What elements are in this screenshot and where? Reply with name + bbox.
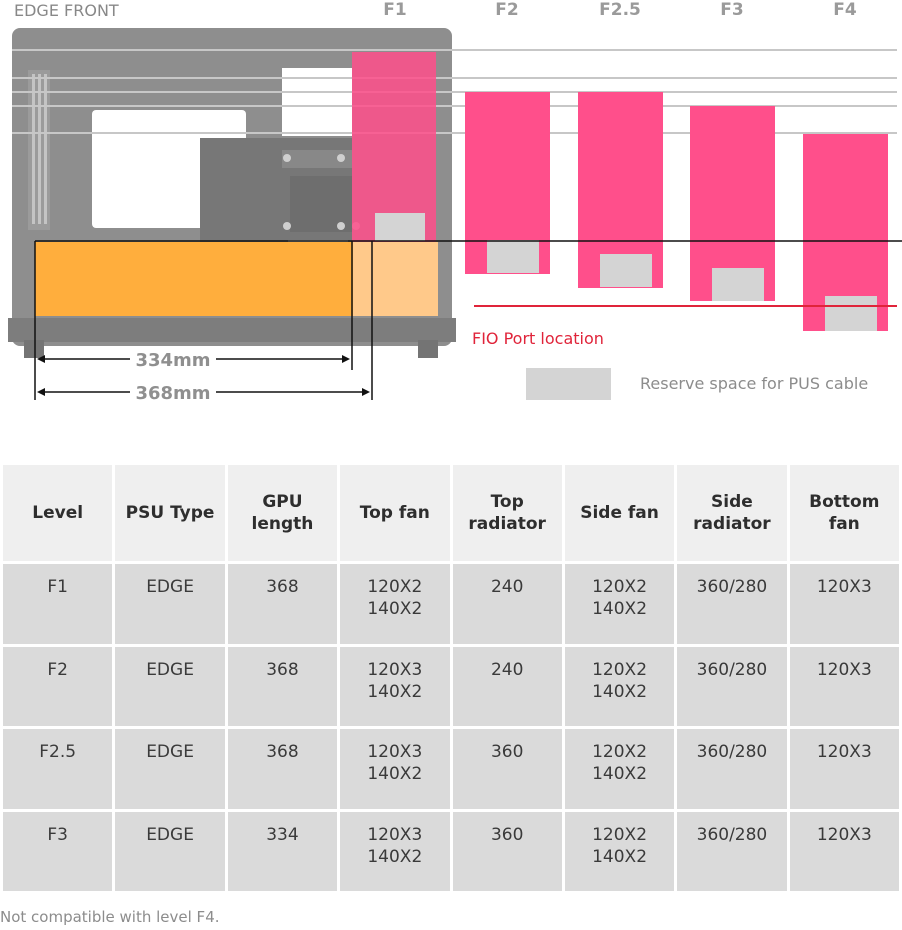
table-cell: 120X3	[789, 564, 899, 644]
table-cell: 334	[227, 811, 338, 891]
table-cell: 240	[452, 646, 562, 726]
header-top-fan: Top fan	[340, 465, 450, 561]
table-cell: F3	[3, 811, 113, 891]
table-cell: F1	[3, 564, 113, 644]
psu-gpu-region-extension	[353, 242, 438, 316]
table-cell: 368	[227, 646, 338, 726]
table-cell: 120X3	[789, 729, 899, 809]
table-cell: 360	[452, 811, 562, 891]
compatibility-footnote: Not compatible with level F4.	[0, 908, 220, 926]
table-cell: 360/280	[677, 646, 787, 726]
table-cell: 120X3	[789, 811, 899, 891]
reserve-space-f3	[712, 268, 764, 301]
header-side-fan: Side fan	[564, 465, 675, 561]
dimension-368	[37, 388, 370, 396]
dimension-368-label: 368mm	[135, 383, 210, 404]
table-cell: F2	[3, 646, 113, 726]
table-cell: 368	[227, 564, 338, 644]
header-psu-type: PSU Type	[115, 465, 225, 561]
table-cell: EDGE	[115, 564, 225, 644]
level-label-f2: F2	[495, 0, 518, 20]
level-label-f1: F1	[383, 0, 406, 20]
dimension-334	[37, 355, 350, 363]
table-cell: EDGE	[115, 729, 225, 809]
level-label-f3: F3	[720, 0, 743, 20]
fio-port-label: FIO Port location	[472, 329, 604, 348]
table-cell: 360	[452, 729, 562, 809]
table-cell: 360/280	[677, 729, 787, 809]
reserve-space-f2	[487, 240, 539, 273]
table-cell: 368	[227, 729, 338, 809]
reserve-space-f2-5	[600, 254, 652, 287]
table-cell: 240	[452, 564, 562, 644]
psu-gpu-region	[35, 242, 353, 316]
dimension-334-label: 334mm	[135, 350, 210, 371]
header-level: Level	[3, 465, 113, 561]
table-cell: 120X3	[789, 646, 899, 726]
table-cell: EDGE	[115, 646, 225, 726]
reserve-space-f4	[825, 296, 877, 331]
table-cell: 360/280	[677, 811, 787, 891]
legend-reserve-label: Reserve space for PUS cable	[640, 374, 868, 393]
level-label-f2-5: F2.5	[599, 0, 641, 20]
table-cell: F2.5	[3, 729, 113, 809]
gpu-length-outline	[34, 240, 902, 400]
compatibility-diagram: EDGE FRONT F1 F2 F2.5 F3 F4	[8, 0, 902, 404]
reserve-space-f1	[375, 213, 425, 241]
level-label-f4: F4	[833, 0, 857, 20]
table-cell: 360/280	[677, 564, 787, 644]
legend-reserve-swatch	[526, 368, 611, 400]
edge-front-label: EDGE FRONT	[14, 1, 119, 20]
table-cell: EDGE	[115, 811, 225, 891]
